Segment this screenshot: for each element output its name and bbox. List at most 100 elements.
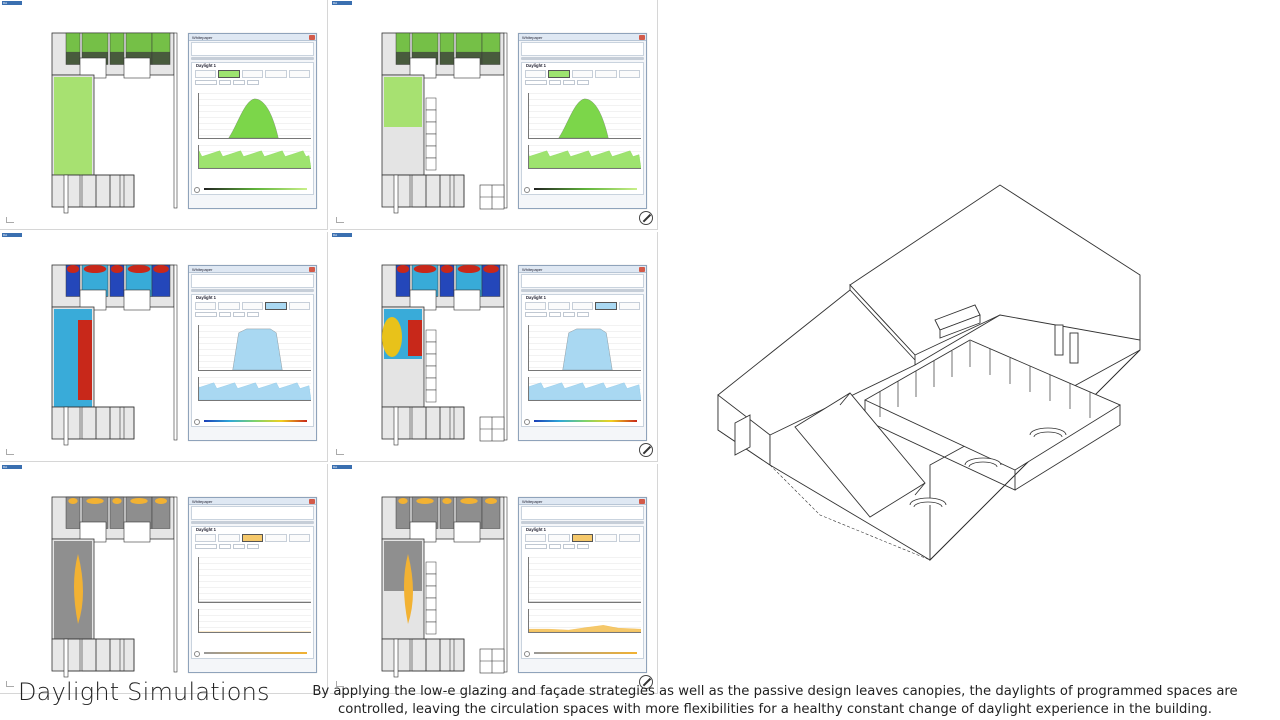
chart-option-dropdown[interactable] [233,544,245,549]
chart-option-dropdown[interactable] [247,312,259,317]
metric-toggle[interactable] [218,70,240,78]
chart-option-dropdown[interactable] [577,544,589,549]
metric-toggle[interactable] [218,302,240,310]
metric-toggle[interactable] [265,70,287,78]
chart-option-dropdown[interactable] [549,312,561,317]
scrollbar[interactable] [191,521,314,524]
metric-toggle[interactable] [265,534,287,542]
chart-option-dropdown[interactable] [195,80,217,85]
metric-toggle[interactable] [595,70,617,78]
metric-toggle[interactable] [265,302,287,310]
simulation-panel-2: DA ANALYSISWhitepaperDaylight 1 [330,0,658,230]
result-files-table [191,274,314,288]
origin-marker [6,449,14,455]
chart-option-dropdown[interactable] [233,312,245,317]
metric-toggle[interactable] [218,534,240,542]
settings-icon[interactable] [194,651,200,657]
daylight-section-title: Daylight 1 [526,295,547,300]
chart-option-dropdown[interactable] [563,544,575,549]
daily-profile-chart [198,93,311,139]
metric-toggle[interactable] [548,534,570,542]
chart-option-dropdown[interactable] [219,312,231,317]
color-picker-icon[interactable] [639,211,653,225]
chart-option-dropdown[interactable] [247,544,259,549]
metric-toggle[interactable] [195,70,217,78]
color-picker-icon[interactable] [639,675,653,689]
metric-button[interactable] [288,70,311,78]
chart-option-dropdown[interactable] [195,544,217,549]
close-icon[interactable] [309,499,315,504]
close-icon[interactable] [639,267,645,272]
scrollbar[interactable] [521,521,644,524]
metric-toggle[interactable] [195,302,217,310]
metric-button[interactable] [618,70,641,78]
panel-tag: DA ANALYSIS [2,1,22,5]
daylight-section-title: Daylight 1 [196,63,217,68]
chart-option-dropdown[interactable] [577,80,589,85]
metric-toggle[interactable] [525,70,547,78]
metric-toggle[interactable] [241,534,264,542]
metric-button[interactable] [618,302,641,310]
chart-option-dropdown[interactable] [525,544,547,549]
daylight-section-title: Daylight 1 [526,63,547,68]
color-picker-icon[interactable] [639,443,653,457]
daily-profile-chart [528,93,641,139]
chart-option-dropdown[interactable] [219,544,231,549]
chart-option-dropdown[interactable] [233,80,245,85]
metric-toggle[interactable] [195,534,217,542]
chart-option-dropdown[interactable] [219,80,231,85]
color-scale-legend [534,420,637,422]
simulation-panel-5: DA ANALYSISWhitepaperDaylight 1 [0,464,328,694]
metric-toggle[interactable] [595,302,617,310]
metric-toggle[interactable] [571,70,594,78]
scrollbar[interactable] [521,57,644,60]
metric-toggle[interactable] [571,534,594,542]
close-icon[interactable] [639,499,645,504]
simulation-panel-3: DA ANALYSISWhitepaperDaylight 1 [0,232,328,462]
metric-toggle[interactable] [525,534,547,542]
settings-icon[interactable] [524,187,530,193]
metric-toggle[interactable] [548,70,570,78]
close-icon[interactable] [309,267,315,272]
color-scale-legend [204,652,307,654]
metric-button[interactable] [288,534,311,542]
settings-icon[interactable] [194,187,200,193]
settings-icon[interactable] [524,651,530,657]
chart-option-dropdown[interactable] [525,312,547,317]
metric-button[interactable] [288,302,311,310]
metric-toggle[interactable] [595,534,617,542]
chart-option-dropdown[interactable] [195,312,217,317]
close-icon[interactable] [309,35,315,40]
scrollbar[interactable] [521,289,644,292]
metric-toggle[interactable] [525,302,547,310]
daylight-section-title: Daylight 1 [196,527,217,532]
chart-option-dropdown[interactable] [563,80,575,85]
color-scale-legend [534,188,637,190]
chart-option-dropdown[interactable] [577,312,589,317]
chart-option-dropdown[interactable] [247,80,259,85]
metric-button[interactable] [618,534,641,542]
chart-option-dropdown[interactable] [563,312,575,317]
close-icon[interactable] [639,35,645,40]
window-title: Whitepaper [189,34,316,41]
settings-icon[interactable] [524,419,530,425]
floor-plan-heatmap [330,232,520,462]
metric-toggle[interactable] [571,302,594,310]
chart-option-dropdown[interactable] [525,80,547,85]
origin-marker [336,681,344,687]
metric-toggle[interactable] [241,70,264,78]
metric-toggle[interactable] [548,302,570,310]
chart-option-dropdown[interactable] [549,544,561,549]
floor-plan-heatmap [0,464,190,694]
chart-option-dropdown[interactable] [549,80,561,85]
scrollbar[interactable] [191,289,314,292]
panel-tag: DA ANALYSIS [332,233,352,237]
scrollbar[interactable] [191,57,314,60]
settings-icon[interactable] [194,419,200,425]
daylight-results-section: Daylight 1 [191,526,314,659]
metric-toggle[interactable] [241,302,264,310]
